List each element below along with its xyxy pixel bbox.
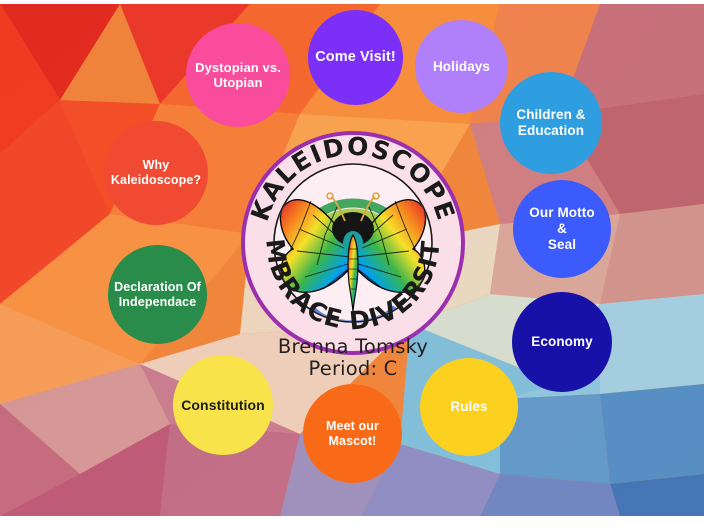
topic-node-rules[interactable]: Rules <box>420 358 518 456</box>
topic-node-label: Children &Education <box>516 107 586 138</box>
topic-node-come-visit[interactable]: Come Visit! <box>308 10 403 105</box>
author-name: Brenna Tomsky <box>277 335 429 358</box>
topic-node-label: Our Motto&Seal <box>529 205 595 252</box>
topic-node-label: Constitution <box>181 396 265 413</box>
topic-node-holidays[interactable]: Holidays <box>415 20 508 113</box>
author-period: Period: C <box>308 357 398 381</box>
topic-node-label: Holidays <box>432 58 491 74</box>
topic-node-label: Come Visit! <box>315 48 396 65</box>
slide-top-edge <box>0 0 704 4</box>
topic-node-label: Rules <box>450 399 488 415</box>
topic-node-label: Economy <box>531 334 593 350</box>
topic-node-economy[interactable]: Economy <box>512 292 612 392</box>
topic-node-children-and-education[interactable]: Children &Education <box>500 72 602 174</box>
author-caption: Brenna Tomsky Period: C <box>233 335 473 381</box>
topic-node-our-motto-and-seal[interactable]: Our Motto&Seal <box>513 180 611 278</box>
slide-bottom-edge <box>0 516 704 528</box>
topic-node-constitution[interactable]: Constitution <box>173 355 273 455</box>
topic-node-label: Dystopian vs.Utopian <box>195 59 281 90</box>
topic-node-dystopian-vs-utopian[interactable]: Dystopian vs.Utopian <box>186 23 290 127</box>
